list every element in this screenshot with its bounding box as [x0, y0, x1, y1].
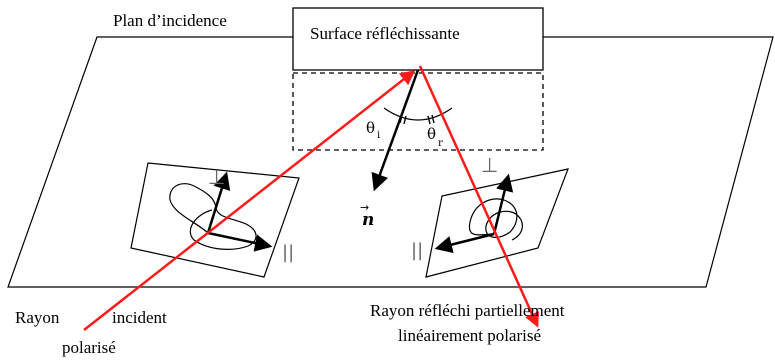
incident-ray	[83, 70, 416, 331]
reflected-polarization-scribble	[468, 198, 523, 241]
incident-polarization-frame	[130, 162, 300, 278]
reflecting-surface	[292, 7, 544, 71]
surface-label: Surface réfléchissante	[310, 24, 460, 43]
incident-label-word2: incident	[112, 308, 167, 327]
reflected-label-line1: Rayon réfléchi partiellement	[370, 301, 565, 320]
plane-of-incidence	[7, 36, 774, 288]
reflected-ray	[418, 65, 539, 328]
incident-label-word1: Rayon	[15, 308, 60, 327]
plane-label: Plan d’incidence	[113, 11, 227, 30]
reflected-polarization-frame	[425, 168, 569, 278]
perp-symbol-left: ⊥	[208, 165, 225, 189]
para-symbol-right: ||	[411, 240, 423, 261]
theta-r-label: θ	[427, 125, 436, 143]
reflected-label-line2: linéairement polarisé	[398, 326, 541, 345]
dashed-box	[292, 72, 544, 151]
angle-arc	[383, 107, 453, 121]
perp-symbol-right: ⊥	[481, 153, 498, 177]
para-symbol-left: ||	[282, 242, 294, 263]
normal-vector	[371, 69, 420, 192]
reflected-para-arrow	[434, 232, 495, 254]
incident-para-arrow	[207, 231, 273, 252]
reflected-perp-arrow	[492, 173, 514, 235]
theta-r-subscript: r	[438, 138, 443, 149]
incident-perp-arrow	[206, 171, 231, 234]
theta-i-subscript: i	[377, 130, 380, 141]
normal-label-arrow: →	[360, 201, 369, 214]
incident-label-word3: polarisé	[62, 338, 116, 357]
theta-i-label: θ	[366, 119, 375, 137]
normal-label: n	[362, 210, 374, 230]
